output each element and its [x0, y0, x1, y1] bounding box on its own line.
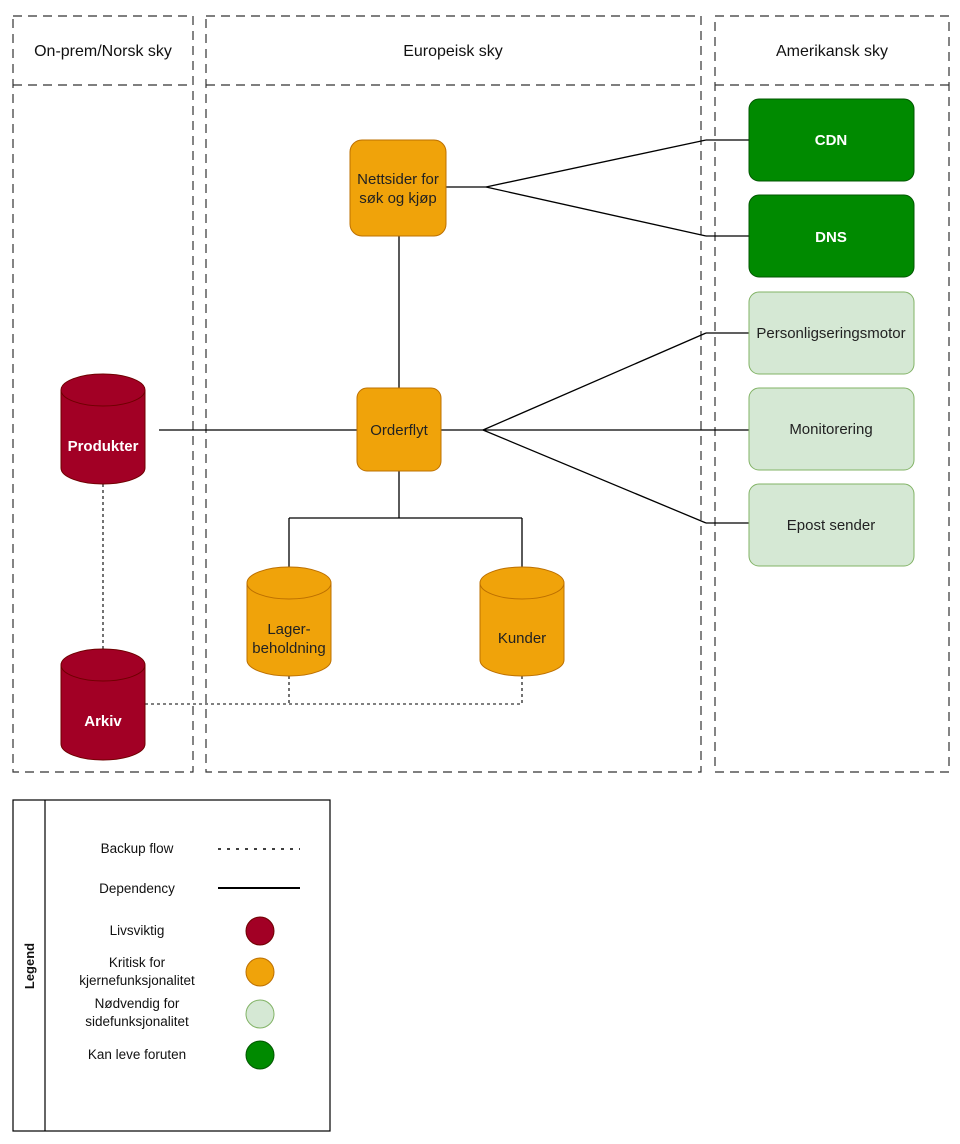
legend-nodvendig-label-line2: sidefunksjonalitet — [85, 1014, 189, 1029]
legend-livsviktig-swatch — [245, 916, 275, 946]
legend: Legend Backup flow Dependency Livsviktig… — [12, 799, 331, 1132]
lager-label-line2: beholdning — [252, 640, 325, 657]
legend-nodvendig-label-line1: Nødvendig for — [95, 996, 180, 1011]
produkter-label: Produkter — [68, 438, 139, 455]
dns-label: DNS — [815, 229, 847, 246]
nettsider-label-line2: søk og kjøp — [359, 190, 437, 207]
arkiv-node[interactable]: Arkiv — [60, 648, 146, 761]
lagerbeholdning-node[interactable]: Lager- beholdning — [246, 566, 332, 677]
lane-title-onprem: On-prem/Norsk sky — [34, 43, 172, 60]
lane-america — [714, 15, 950, 773]
legend-livsviktig-label: Livsviktig — [110, 923, 165, 938]
lane-onprem — [12, 15, 194, 773]
epost-sender-node[interactable]: Epost sender — [748, 483, 915, 567]
personlig-label: Personligseringsmotor — [756, 325, 905, 342]
legend-kritisk-swatch — [245, 957, 275, 987]
legend-backup-label: Backup flow — [101, 841, 174, 856]
lane-title-america: Amerikansk sky — [776, 43, 888, 60]
nettsider-label-line1: Nettsider for — [357, 171, 439, 188]
cdn-node[interactable]: CDN — [748, 98, 915, 182]
legend-kritisk-label-line1: Kritisk for — [109, 955, 166, 970]
produkter-node[interactable]: Produkter — [60, 373, 146, 485]
cdn-label: CDN — [815, 132, 848, 149]
lane-title-europe: Europeisk sky — [403, 43, 503, 60]
kunder-node[interactable]: Kunder — [479, 566, 565, 677]
nettsider-node[interactable]: Nettsider for søk og kjøp — [349, 139, 447, 237]
monitorering-node[interactable]: Monitorering — [748, 387, 915, 471]
dependency-edges — [159, 139, 749, 570]
lager-label-line1: Lager- — [267, 621, 310, 638]
legend-kritisk-label-line2: kjernefunksjonalitet — [79, 973, 195, 988]
legend-kan-leve-swatch — [245, 1040, 275, 1070]
backup-edges — [102, 484, 523, 705]
arkiv-label: Arkiv — [84, 713, 122, 730]
legend-nodvendig-swatch — [245, 999, 275, 1029]
legend-kan-leve-label: Kan leve foruten — [88, 1047, 186, 1062]
epost-label: Epost sender — [787, 517, 875, 534]
legend-title: Legend — [22, 943, 37, 989]
orderflyt-label: Orderflyt — [370, 422, 428, 439]
personligseringsmotor-node[interactable]: Personligseringsmotor — [748, 291, 915, 375]
legend-dependency-label: Dependency — [99, 881, 175, 896]
orderflyt-node[interactable]: Orderflyt — [356, 387, 442, 472]
dns-node[interactable]: DNS — [748, 194, 915, 278]
monitorering-label: Monitorering — [789, 421, 872, 438]
kunder-label: Kunder — [498, 630, 546, 647]
lane-europe — [205, 15, 702, 773]
